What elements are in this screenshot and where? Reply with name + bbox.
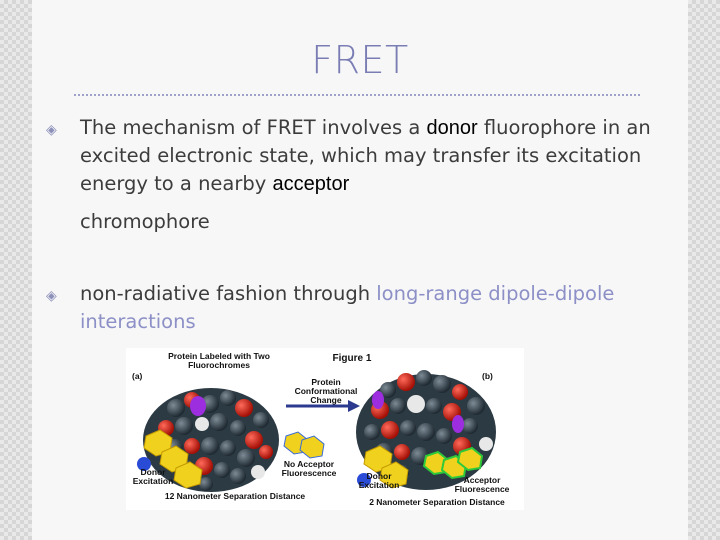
diamond-bullet-icon: ◈: [46, 288, 57, 304]
conformational-change-label: Protein Conformational Change: [294, 377, 358, 405]
slide-title: FRET: [311, 38, 409, 82]
distance-right-label: 2 Nanometer Separation Distance: [369, 497, 505, 507]
keyword-acceptor: acceptor: [272, 173, 350, 195]
figure-title: Figure 1: [332, 353, 372, 364]
acceptor-fluorophore-left: [283, 431, 325, 459]
fret-figure: Protein Labeled with Two Fluorochromes F…: [126, 348, 524, 510]
acceptor-fluorophore-right: [422, 446, 484, 480]
distance-left-label: 12 Nanometer Separation Distance: [164, 491, 306, 501]
highlight-dipole-interactions: long-range dipole-dipole interactions: [80, 282, 615, 333]
bullet-1-part-3: fluorophore in an excited electronic sta…: [80, 116, 651, 195]
donor-fluorophore-right: [363, 445, 409, 489]
donor-excitation-spot-right: [357, 473, 371, 487]
protein-label: Protein Labeled with Two Fluorochromes: [168, 351, 270, 370]
donor-excitation-spot: [137, 457, 151, 471]
donor-excitation-left-label: Donor Excitation: [132, 467, 174, 486]
bullet-1-text: The mechanism of FRET involves a donor f…: [80, 114, 690, 236]
acceptor-fluorescence-label: Acceptor Fluorescence: [454, 475, 510, 494]
no-acceptor-label: No Acceptor Fluorescence: [281, 459, 337, 478]
donor-fluorophore-left: [143, 429, 203, 489]
donor-excitation-right-label: Donor Excitation: [358, 471, 400, 490]
bullet-2-text: non-radiative fashion through long-range…: [80, 280, 660, 336]
bullet-1-part-5: chromophore: [80, 210, 210, 233]
bullet-1-part-1: The mechanism of FRET involves a: [80, 116, 427, 139]
keyword-donor: donor: [426, 117, 478, 139]
label-b: (b): [482, 371, 493, 381]
figure-illustration: [137, 370, 496, 492]
label-a: (a): [132, 371, 143, 381]
diamond-bullet-icon: ◈: [46, 122, 57, 138]
conformational-change-arrow: [286, 400, 360, 412]
bullet-2-part-1: non-radiative fashion through: [80, 282, 377, 305]
title-divider: [74, 94, 640, 96]
